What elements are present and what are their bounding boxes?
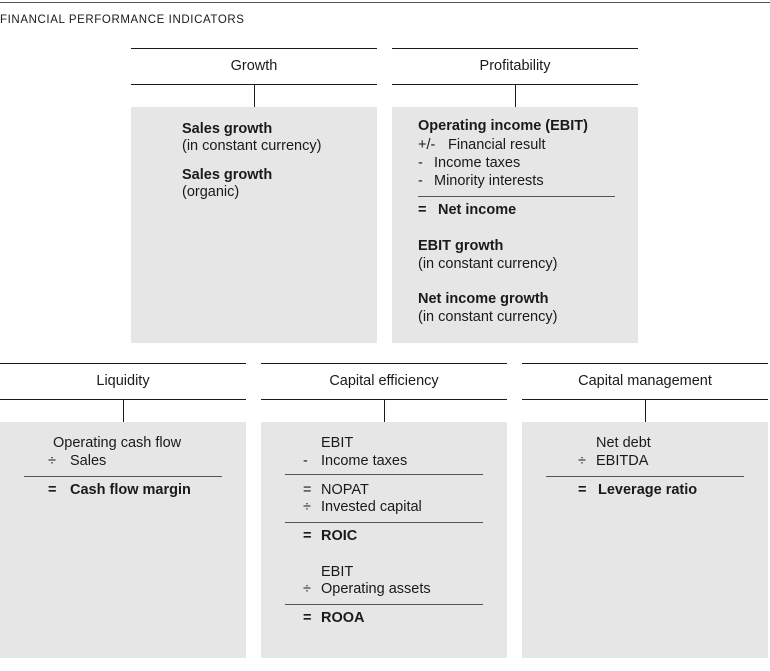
profitability-connector [515,85,516,107]
capital-efficiency-box: EBIT -Income taxes = NOPAT ÷ Invested capi… [261,422,507,658]
liquidity-line1: Operating cash flow [53,435,182,451]
top-rule [0,2,770,3]
profitability-box: Operating income (EBIT) +/- Financial res… [392,107,638,343]
capital-efficiency-line3-label: NOPAT [321,482,369,498]
capital-management-line1: Net debt [596,435,651,451]
roic-label: ROIC [321,528,358,544]
growth-connector [254,85,255,107]
capital-efficiency-line6: EBIT [321,564,354,580]
profitability-item2-title: EBIT growth [418,238,504,254]
profitability-result: = Net income [418,202,516,219]
equals-operator: = [303,482,312,498]
profitability-item2-sub: (in constant currency) [418,256,558,272]
capital-efficiency-line4-label: Invested capital [321,499,422,515]
equals-operator: = [418,202,427,218]
capital-efficiency-line3: = NOPAT [303,482,369,499]
capital-efficiency-divider-2 [285,522,483,523]
net-income-label: Net income [438,202,517,218]
equals-operator: = [303,610,312,626]
capital-management-box: Net debt ÷ EBITDA = Leverage ratio [522,422,768,658]
profitability-line3: -Income taxes [418,155,520,172]
page-title: FINANCIAL PERFORMANCE INDICATORS [0,14,245,26]
rooa-label: ROOA [321,610,365,626]
divide-operator: ÷ [578,453,586,469]
capital-management-header-label: Capital management [578,373,712,389]
capital-management-line2-label: EBITDA [596,453,649,469]
capital-management-divider [546,476,744,477]
leverage-ratio-label: Leverage ratio [598,482,698,498]
profitability-line2: +/- Financial result [418,137,546,154]
capital-efficiency-result-2: = ROOA [303,610,365,627]
capital-efficiency-header: Capital efficiency [261,363,507,400]
minus-operator: - [418,173,423,189]
profitability-header-label: Profitability [479,58,551,74]
liquidity-result: = Cash flow margin [48,482,191,499]
equals-operator: = [48,482,57,498]
equals-operator: = [303,528,312,544]
liquidity-header-label: Liquidity [96,373,150,389]
capital-efficiency-line7-label: Operating assets [321,581,431,597]
growth-header: Growth [131,48,377,85]
plus-minus-operator: +/- [418,137,436,153]
liquidity-line2: ÷ Sales [48,453,106,470]
capital-efficiency-result-1: = ROIC [303,528,357,545]
liquidity-divider [24,476,222,477]
capital-efficiency-header-label: Capital efficiency [329,373,439,389]
profitability-line1: Operating income (EBIT) [418,118,588,134]
capital-efficiency-line2-label: Income taxes [321,453,408,469]
divide-operator: ÷ [48,453,56,469]
minus-operator: - [418,155,423,171]
capital-efficiency-connector [384,400,385,422]
growth-header-label: Growth [230,58,278,74]
cash-flow-margin-label: Cash flow margin [70,482,191,498]
liquidity-box: Operating cash flow ÷ Sales = Cash flow ma… [0,422,246,658]
equals-operator: = [578,482,587,498]
capital-efficiency-line2: -Income taxes [303,453,407,470]
divide-operator: ÷ [303,581,311,597]
capital-efficiency-divider-3 [285,604,483,605]
liquidity-header: Liquidity [0,363,246,400]
growth-box: Sales growth (in constant currency) Sale… [131,107,377,343]
growth-item2-sub: (organic) [182,184,240,200]
profitability-line4-label: Minority interests [434,173,544,189]
liquidity-connector [123,400,124,422]
profitability-divider [418,196,615,197]
capital-management-line2: ÷ EBITDA [578,453,648,470]
liquidity-line2-label: Sales [70,453,107,469]
growth-item1-title: Sales growth [182,121,273,137]
capital-management-result: = Leverage ratio [578,482,697,499]
divide-operator: ÷ [303,499,311,515]
capital-management-header: Capital management [522,363,768,400]
profitability-item3-sub: (in constant currency) [418,309,558,325]
capital-efficiency-line1: EBIT [321,435,354,451]
capital-management-connector [645,400,646,422]
profitability-line3-label: Income taxes [434,155,521,171]
capital-efficiency-divider-1 [285,474,483,475]
capital-efficiency-line4: ÷ Invested capital [303,499,422,516]
growth-item1-sub: (in constant currency) [182,138,322,154]
profitability-line4: -Minority interests [418,173,544,190]
profitability-item3-title: Net income growth [418,291,549,307]
profitability-header: Profitability [392,48,638,85]
capital-efficiency-line7: ÷ Operating assets [303,581,431,598]
growth-item2-title: Sales growth [182,167,273,183]
profitability-line2-label: Financial result [448,137,546,153]
minus-operator: - [303,453,308,469]
